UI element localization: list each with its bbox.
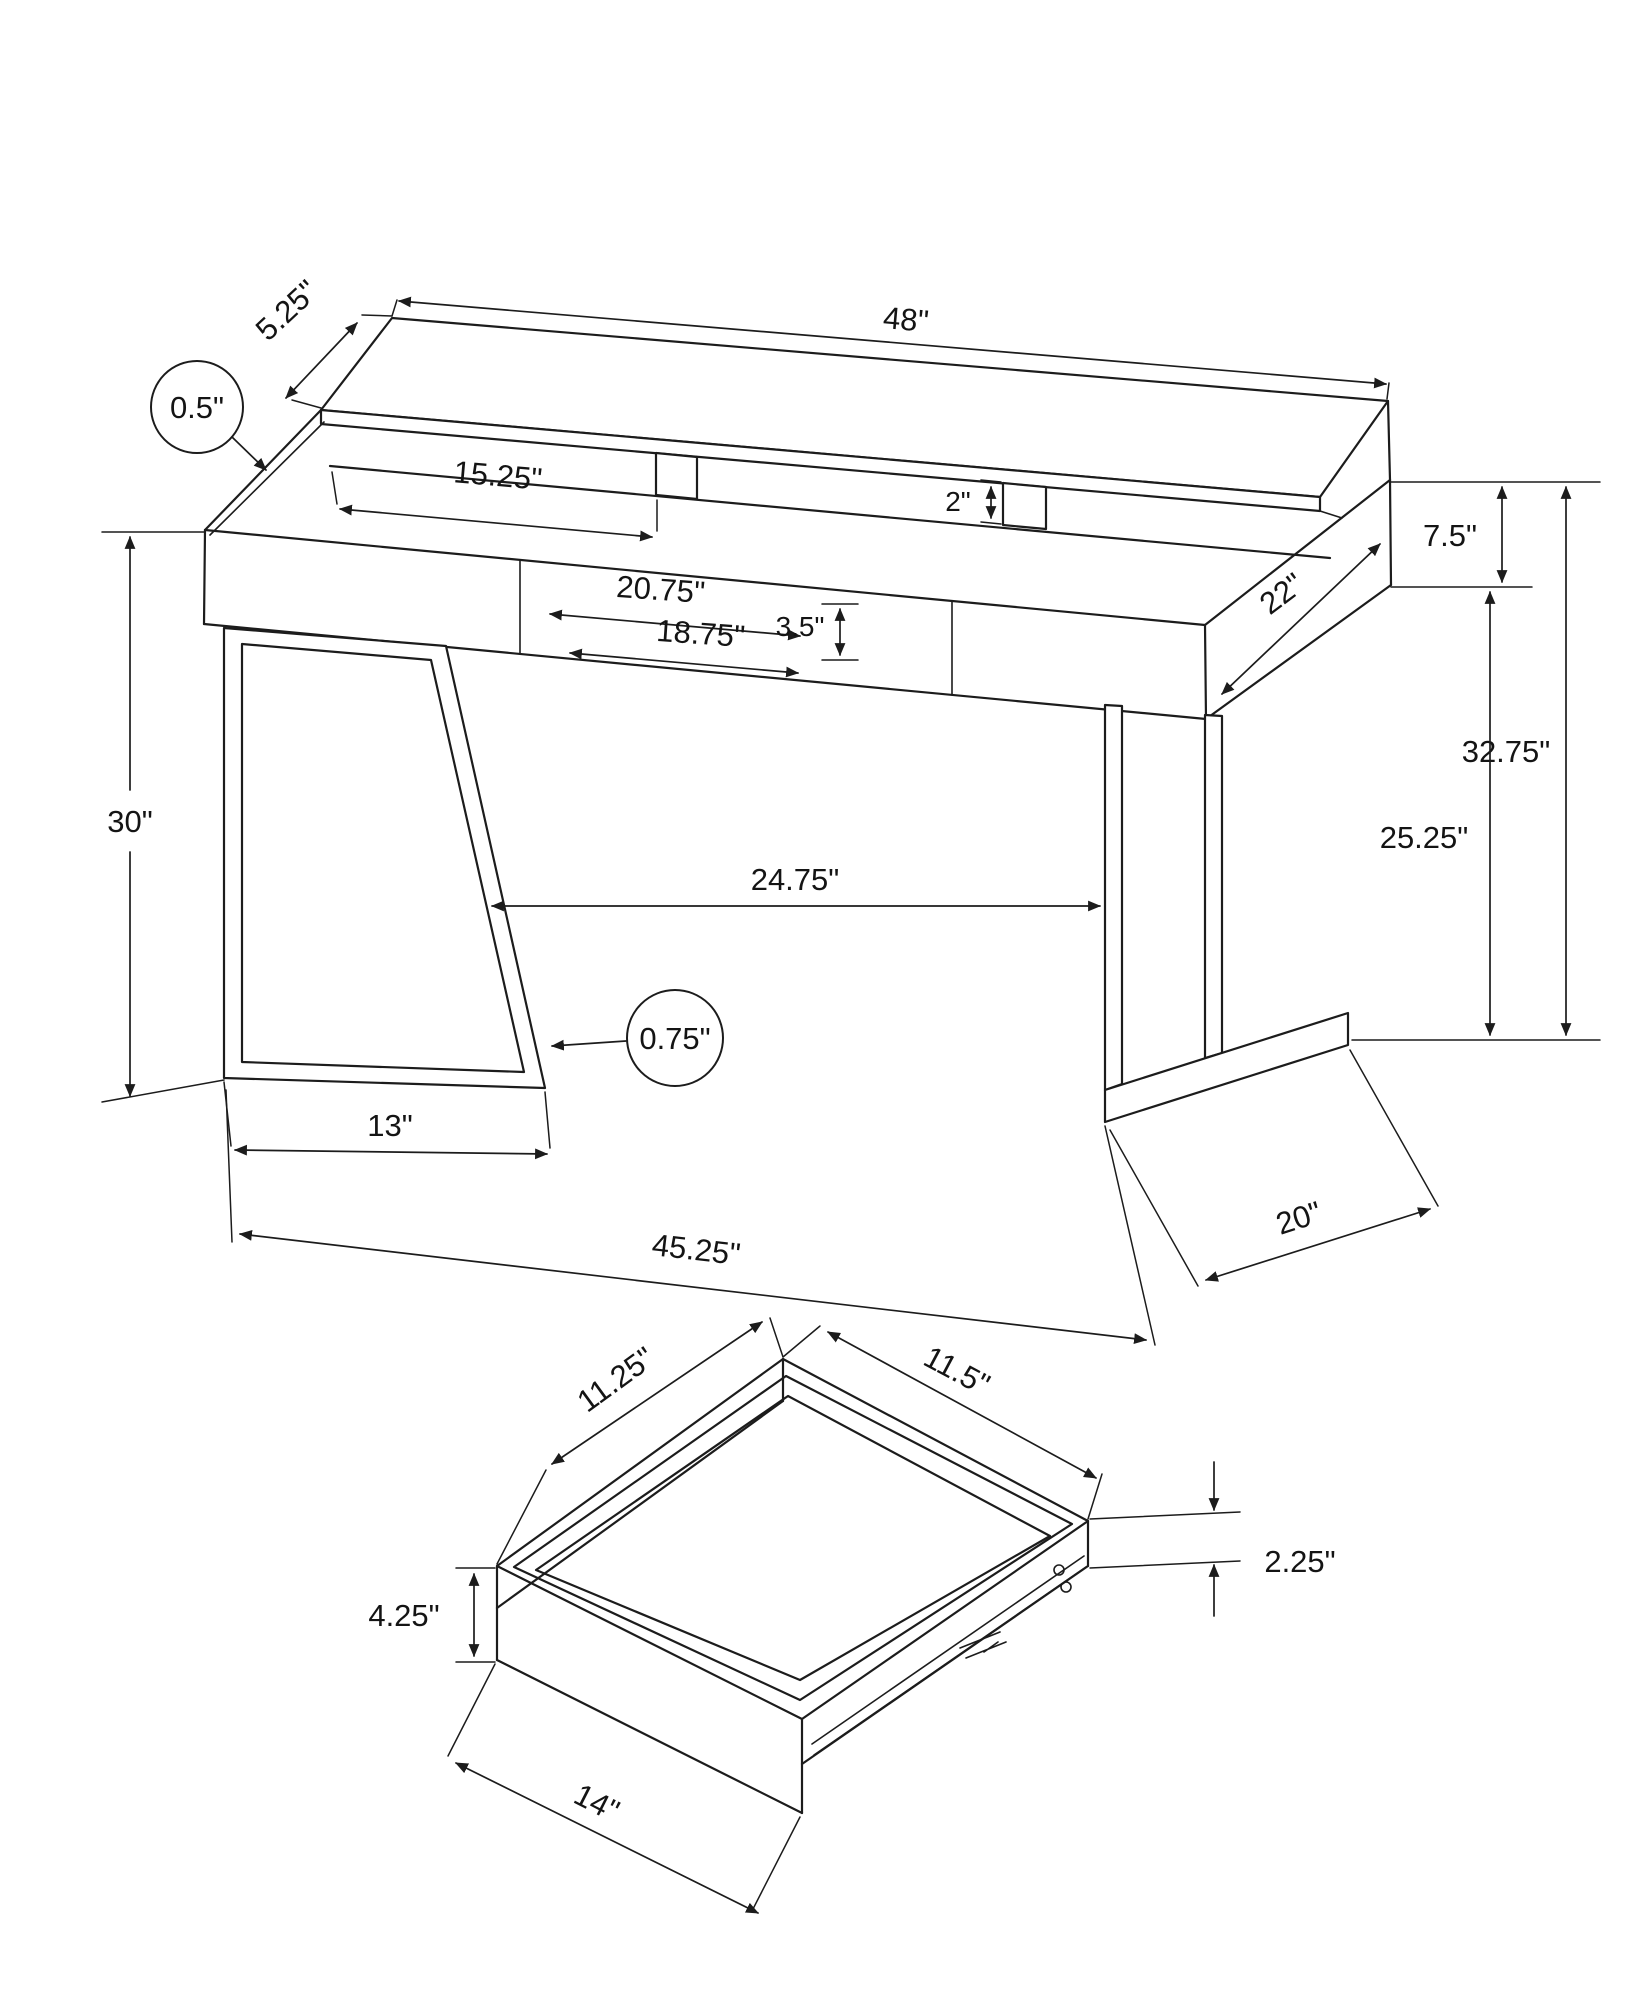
dim-label-tube-thickness: 0.75" xyxy=(639,1021,710,1056)
dim-knee-space: 24.75" xyxy=(490,862,1102,912)
dim-label-drawer-outer: 20.75" xyxy=(615,569,706,610)
dim-label-cubby-opening: 2" xyxy=(945,486,971,517)
left-leg-inner xyxy=(240,642,526,1074)
dim-drawer-front-height: 4.25" xyxy=(368,1567,496,1663)
dim-label-total-height: 32.75" xyxy=(1462,734,1551,769)
right-leg-front-post xyxy=(1103,703,1124,1092)
drawer-rail-screw1 xyxy=(1053,1564,1065,1576)
callout-circle-panel-thickness xyxy=(150,360,244,454)
dim-label-leg-foot-width: 13" xyxy=(367,1108,413,1143)
dim-drawer-front-height: 3.5" xyxy=(776,603,859,661)
dim-cubby-opening: 2" xyxy=(945,479,1002,525)
left-step-inner-line xyxy=(209,421,325,536)
dim-label-shelf-depth: 5.25" xyxy=(249,273,325,347)
callout-circle-tube xyxy=(626,989,724,1087)
desk-drawing xyxy=(202,316,1393,1124)
right-leg-back-post xyxy=(1203,713,1224,1060)
desk-right-front-corner xyxy=(1203,623,1208,721)
dim-label-desk-height: 30" xyxy=(107,804,153,839)
dim-total-height: 32.75" xyxy=(1351,485,1601,1041)
dim-hutch-height: 7.5" xyxy=(1389,481,1601,588)
hutch-divider-right xyxy=(1001,481,1048,531)
dim-tube-thickness: 0.75" xyxy=(550,989,724,1087)
dim-label-drawer-front-height: 3.5" xyxy=(776,611,825,642)
dim-leg-foot-width: 13" xyxy=(223,1081,551,1160)
dim-drawer-inner: 18.75" xyxy=(568,613,800,678)
hutch-divider-left xyxy=(654,451,699,501)
hutch-back-right-corner xyxy=(1386,399,1392,482)
dim-label-drawer-inner-width: 11.25" xyxy=(571,1340,661,1419)
dim-label-panel-thickness: 0.5" xyxy=(170,390,224,425)
desk-dimensions: 48" 5.25" 0.5" 15.25" 2" xyxy=(101,273,1601,1346)
dim-drawer-outer: 20.75" xyxy=(548,569,802,641)
dim-label-knee-space: 24.75" xyxy=(751,862,840,897)
dim-label-clearance: 25.25" xyxy=(1380,820,1469,855)
dim-label-drawer-front-width: 14" xyxy=(569,1777,625,1829)
side-back-corner xyxy=(1388,478,1393,587)
drawer-slide-rail-line1 xyxy=(811,1555,1085,1745)
dim-clearance: 25.25" xyxy=(1380,590,1496,1037)
drawer-rail-screw2 xyxy=(1060,1581,1072,1593)
dim-base-width: 45.25" xyxy=(225,1089,1156,1346)
dim-label-left-cubby: 15.25" xyxy=(452,454,543,497)
dim-desk-height: 30" xyxy=(101,531,225,1103)
dim-label-drawer-inner: 18.75" xyxy=(655,613,746,654)
desktop-front-edge xyxy=(203,528,1207,627)
dim-label-drawer-inner-depth: 11.5" xyxy=(918,1339,995,1402)
dim-label-hutch-height: 7.5" xyxy=(1423,518,1477,553)
dim-left-cubby: 15.25" xyxy=(331,454,658,542)
drawer-drawing xyxy=(495,1357,1090,1815)
dim-top-width: 48" xyxy=(391,296,1390,400)
dim-label-drawer-front-height: 4.25" xyxy=(368,1598,439,1633)
dim-label-base-width: 45.25" xyxy=(650,1227,742,1272)
dim-label-leg-foot-depth: 20" xyxy=(1272,1194,1326,1241)
right-leg-foot xyxy=(1103,1011,1350,1124)
dim-drawer-side-height: 2.25" xyxy=(1089,1461,1336,1617)
dim-label-drawer-side-height: 2.25" xyxy=(1264,1544,1335,1579)
hutch-base-edge xyxy=(328,464,1332,560)
desk-left-front-corner xyxy=(202,528,207,626)
right-step-profile xyxy=(1319,510,1343,519)
drawer-slide-detail xyxy=(959,1631,1007,1659)
dim-panel-thickness: 0.5" xyxy=(150,360,267,471)
dim-label-top-width: 48" xyxy=(882,300,930,339)
drawer-slide-rail-line2 xyxy=(813,1566,1087,1756)
